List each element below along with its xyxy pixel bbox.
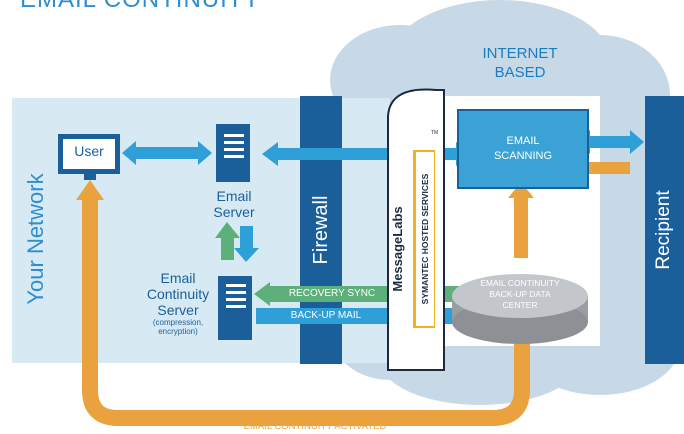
backup-center-line2: BACK-UP DATA [489, 289, 551, 299]
recovery-sync-bar [268, 286, 388, 302]
email-server-icon [216, 124, 250, 182]
continuity-server-icon [218, 276, 252, 340]
user-server-arrow-left [122, 141, 136, 165]
backup-center-label: EMAIL CONTINUITY BACK-UP DATA CENTER [462, 278, 578, 311]
continuity-server-label-line1: Email [160, 270, 196, 286]
blue-down-arrowhead [234, 248, 259, 262]
backup-mail-bar [256, 308, 388, 324]
backup-center-line1: EMAIL CONTINUITY [480, 278, 560, 288]
recipient-bar [645, 96, 684, 364]
messagelabs-label: MessageLabs [390, 206, 405, 292]
email-scanning-box [457, 109, 589, 189]
continuity-server-label: Email Continuity Server (compression, en… [140, 270, 216, 336]
scanning-recipient-arrow-right [630, 130, 644, 154]
continuity-server-sub1: (compression, [152, 318, 204, 327]
firewall-label: Firewall [310, 195, 332, 265]
recovery-sync-arrowhead [254, 282, 270, 306]
scan-backup-link [514, 196, 528, 258]
scan-backup-arrow-up [508, 182, 534, 198]
symantec-label: SYMANTEC HOSTED SERVICES [420, 173, 430, 305]
recipient-label: Recipient [653, 190, 674, 270]
recipient-orange-arrow [578, 162, 630, 174]
email-server-label-line2: Server [213, 204, 255, 220]
your-network-label: Your Network [23, 173, 48, 305]
blue-down-link [240, 226, 253, 250]
continuity-server-sub2: encryption) [158, 327, 198, 336]
activated-label: EMAIL CONTINUITY ACTIVATED [243, 421, 387, 432]
green-up-arrowhead [215, 222, 240, 238]
backup-data-center [452, 274, 588, 344]
trademark-label: TM [431, 130, 439, 136]
user-server-arrow-right [198, 141, 212, 165]
recovery-sync-label: RECOVERY SYNC [288, 288, 376, 299]
email-server-label-line1: Email [216, 188, 252, 204]
green-up-link [221, 236, 234, 260]
internet-label-line1: INTERNET [482, 45, 558, 62]
activated-path [82, 192, 530, 426]
email-scanning-label: EMAIL SCANNING [458, 134, 588, 164]
continuity-server-label-line2: Continuity [146, 286, 210, 302]
computer-monitor-icon [58, 134, 120, 180]
backup-center-line3: CENTER [502, 300, 538, 310]
user-label: User [74, 143, 104, 159]
scanning-recipient-link [588, 136, 632, 148]
page-title: EMAIL CONTINUITY [20, 0, 260, 14]
activated-arrowhead [76, 180, 104, 200]
continuity-server-label-line3: Server [157, 302, 199, 318]
internet-based-label: INTERNET BASED [470, 44, 570, 82]
symantec-band-inner [416, 152, 434, 326]
backup-mail-label: BACK-UP MAIL [290, 310, 362, 321]
email-server-label: Email Server [204, 188, 264, 220]
email-scanning-line1: EMAIL [506, 135, 540, 147]
email-scanning-line2: SCANNING [493, 150, 553, 162]
user-server-link [130, 147, 202, 159]
server-scanning-arrow-left [262, 142, 278, 166]
internet-label-line2: BASED [494, 64, 546, 81]
